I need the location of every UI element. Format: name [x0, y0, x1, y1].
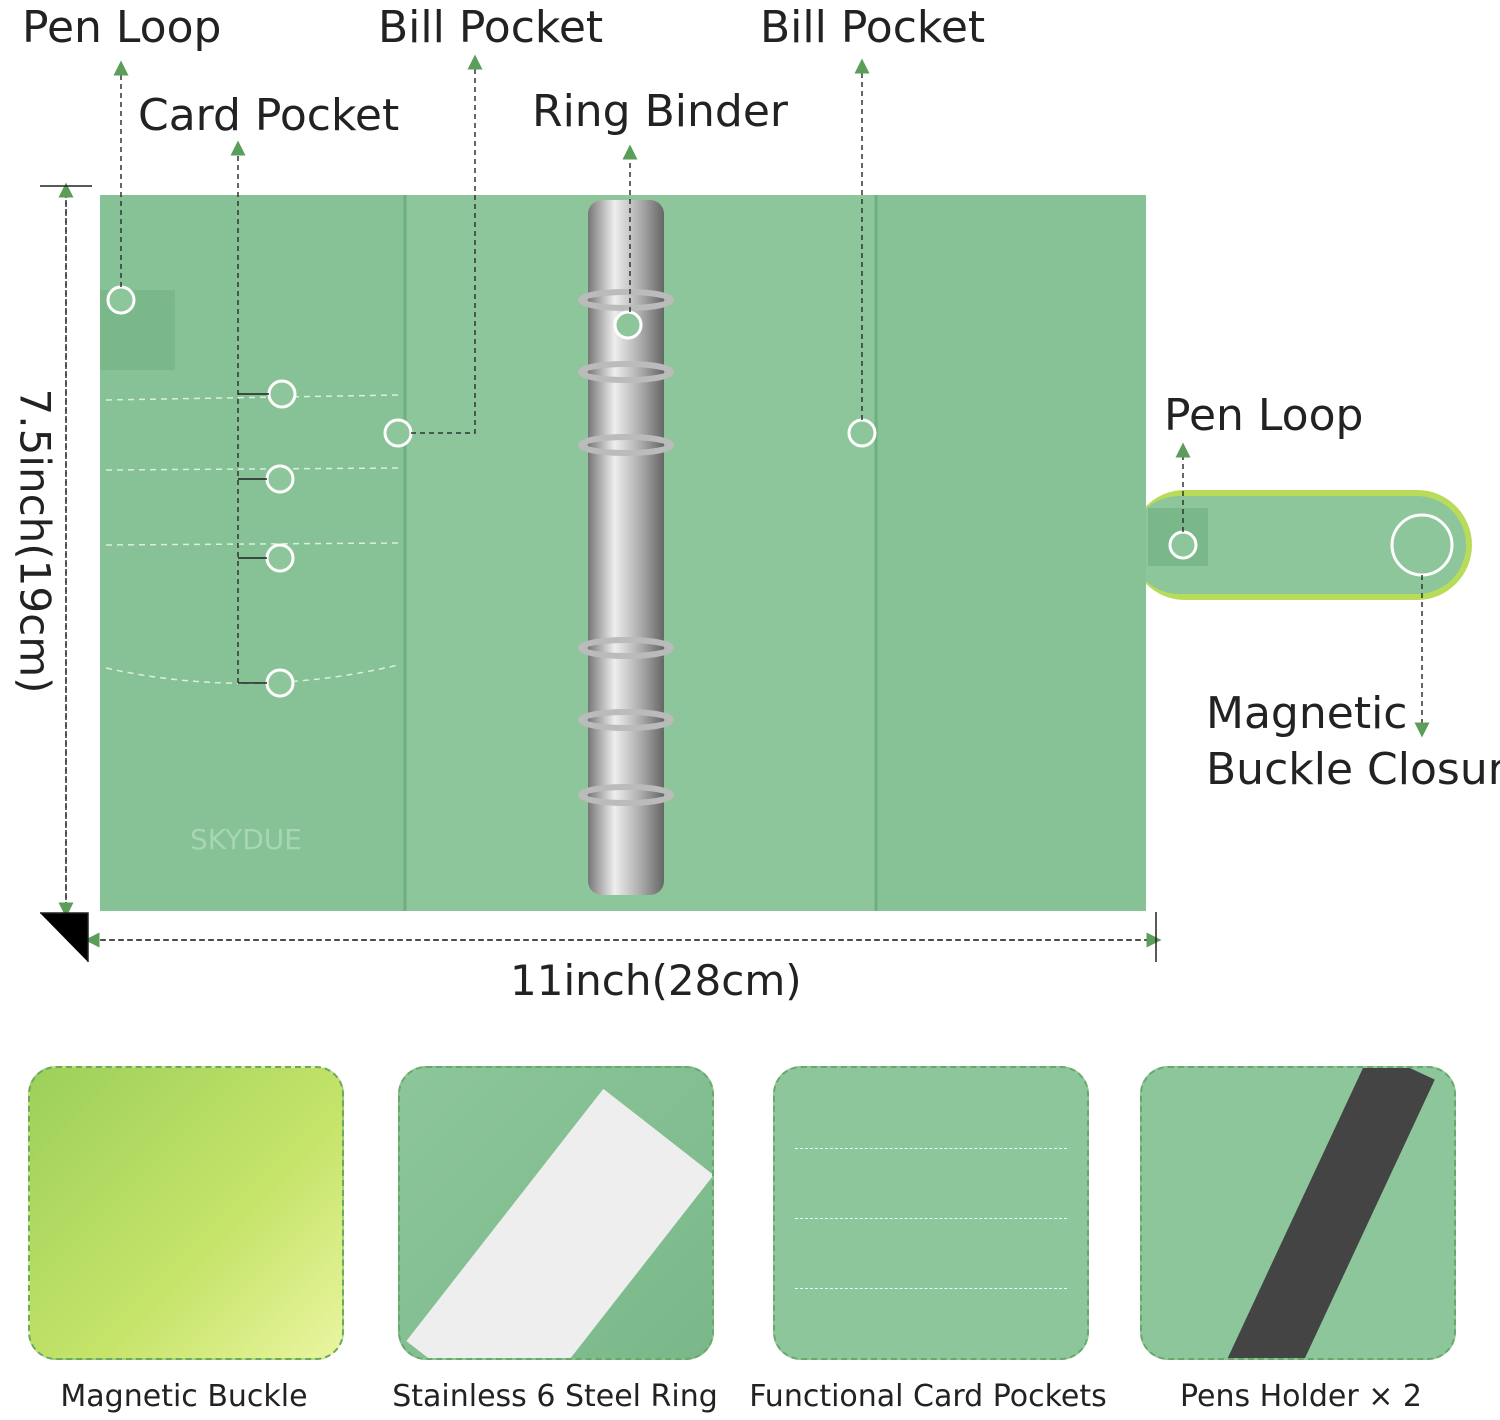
label-pen-loop-left: Pen Loop	[22, 2, 222, 53]
label-ring-binder: Ring Binder	[532, 86, 788, 137]
caption-card-pockets: Functional Card Pockets	[749, 1379, 1107, 1414]
thumbnail-pens-holder	[1140, 1066, 1456, 1360]
height-dimension: 7.5inch(19cm)	[10, 388, 60, 694]
brand-logo: SKYDUE	[190, 823, 302, 856]
thumbnail-card-pockets	[773, 1066, 1089, 1360]
width-dimension: 11inch(28cm)	[510, 956, 802, 1005]
label-magnetic: Magnetic	[1206, 688, 1408, 739]
caption-pens-holder: Pens Holder × 2	[1179, 1379, 1423, 1414]
caption-steel-ring: Stainless 6 Steel Ring	[392, 1379, 718, 1414]
label-pen-loop-right: Pen Loop	[1164, 390, 1364, 441]
thumbnail-steel-ring	[398, 1066, 714, 1360]
label-bill-pocket-right: Bill Pocket	[760, 2, 986, 53]
caption-magnetic-buckle: Magnetic Buckle	[60, 1379, 308, 1414]
thumbnail-magnetic-buckle	[28, 1066, 344, 1360]
label-buckle-closure: Buckle Closure	[1206, 744, 1500, 795]
label-bill-pocket-left: Bill Pocket	[378, 2, 604, 53]
label-card-pocket: Card Pocket	[138, 90, 400, 141]
